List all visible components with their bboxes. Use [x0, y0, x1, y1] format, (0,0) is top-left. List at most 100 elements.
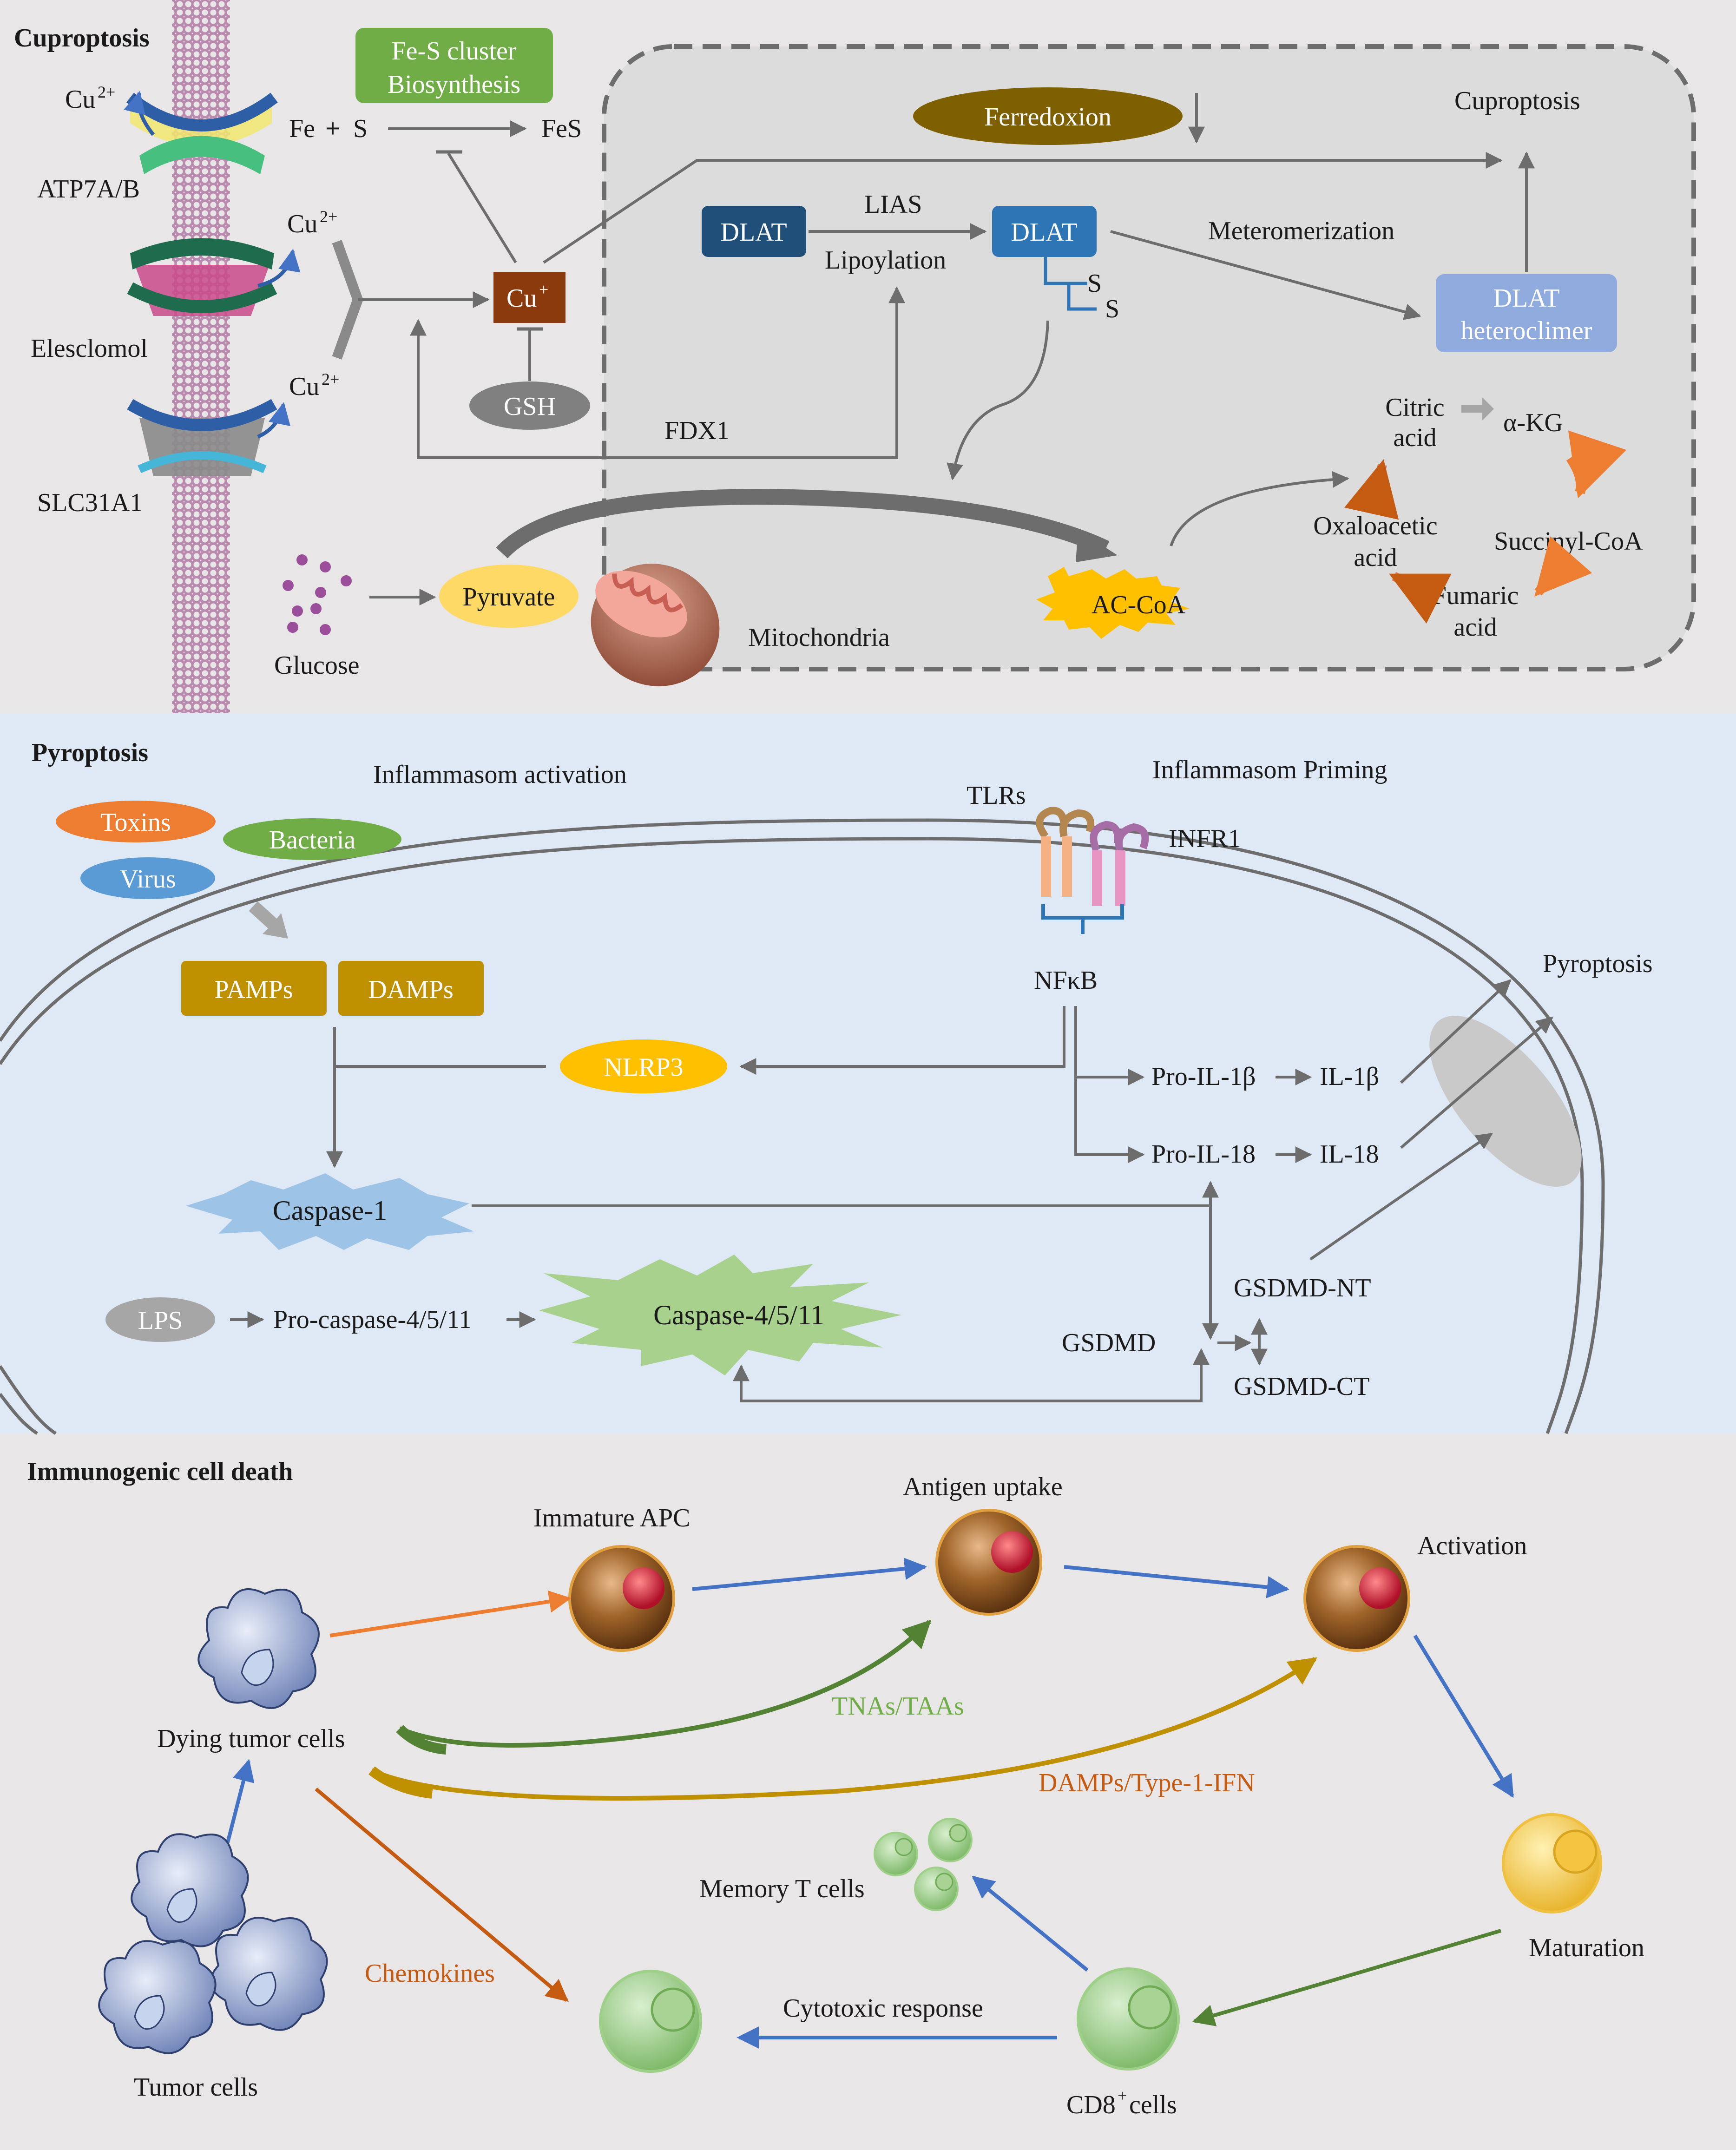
citric-to-akg-arrow	[1461, 397, 1494, 421]
gsdmd-ct-label: GSDMD-CT	[1234, 1372, 1369, 1401]
lps-label: LPS	[138, 1306, 183, 1335]
procaspase-label: Pro-caspase-4/5/11	[273, 1305, 472, 1334]
apc-to-uptake-arrow	[692, 1558, 927, 1591]
cu-mid-charge: 2+	[320, 207, 337, 226]
lipoyl-bracket	[1044, 257, 1097, 311]
caspase1-starburst	[186, 1173, 474, 1250]
virus-label: Virus	[119, 865, 176, 894]
meteromerization-label: Meteromerization	[1208, 217, 1394, 245]
glucose-dots	[283, 554, 352, 635]
cuplus-box	[493, 272, 566, 323]
caspase4511-label: Caspase-4/5/11	[653, 1300, 824, 1330]
receptor-bracket	[1041, 904, 1124, 934]
nlrp3-label: NLRP3	[604, 1053, 683, 1082]
damps-label: DAMPs	[368, 975, 454, 1004]
immature-apc-label: Immature APC	[533, 1504, 690, 1532]
il1b-release-arrow	[1400, 979, 1512, 1084]
mitochondrion-boundary	[602, 44, 1696, 671]
tumor-to-dying-arrow	[226, 1759, 255, 1843]
lias-label: LIAS	[864, 190, 922, 219]
tumor-cells-label: Tumor cells	[134, 2073, 258, 2102]
toxins-label: Toxins	[100, 808, 171, 837]
cell-membrane-bottom-left	[0, 1365, 57, 1435]
caspase1-label: Caspase-1	[273, 1195, 388, 1226]
pyruvate-to-accoa-head	[1076, 530, 1118, 562]
accoa-starburst	[1036, 567, 1190, 639]
memory-t-label: Memory T cells	[699, 1874, 865, 1903]
gsdmd-nt-label: GSDMD-NT	[1234, 1274, 1371, 1302]
cell-membrane-bottom-left-inner	[0, 1393, 38, 1435]
akg-to-succinyl-arrow	[1566, 430, 1627, 499]
cd8-cells-label: cells	[1129, 2091, 1177, 2119]
cell-membrane-outer	[0, 818, 1605, 1434]
toxins-ellipse	[56, 801, 216, 842]
citric-line2: acid	[1393, 423, 1436, 452]
mitochondria-icon	[591, 564, 720, 686]
dlat-heteroclimer-line2: heteroclimer	[1461, 316, 1592, 345]
dying-tumor-cell	[197, 1588, 320, 1709]
icd-title: Immunogenic cell death	[27, 1457, 293, 1486]
oxaloacetic-line2: acid	[1354, 543, 1397, 572]
gsdmd-pore	[1429, 1016, 1582, 1187]
glucose-label: Glucose	[274, 651, 360, 680]
antigen-uptake-label: Antigen uptake	[903, 1473, 1063, 1501]
chemokines-label: Chemokines	[365, 1959, 495, 1988]
cu-import-arrow-2	[257, 402, 291, 439]
cuplus-to-cuproptosis-arrow	[543, 152, 1503, 264]
elesclomol-transporter	[127, 238, 277, 316]
nlrp3-ellipse	[560, 1039, 727, 1093]
il1b-label: IL-1β	[1320, 1062, 1379, 1091]
cu-mid-label: Cu	[287, 210, 317, 238]
slc31a1-transporter	[127, 399, 277, 476]
il18-release-arrow	[1400, 1016, 1553, 1149]
cuplus-inhibit-fes	[447, 152, 517, 263]
cytotoxic-label: Cytotoxic response	[783, 1994, 983, 2023]
pyroptosis-title: Pyroptosis	[32, 738, 148, 767]
ferredoxion-label: Ferredoxion	[984, 103, 1111, 131]
infr1-label: INFR1	[1169, 824, 1241, 853]
nfkb-to-nlrp3-arrow	[739, 1006, 1065, 1075]
plus-label: +	[325, 114, 340, 143]
succinyl-label: Succinyl-CoA	[1494, 527, 1643, 556]
cuproptosis-title: Cuproptosis	[14, 24, 150, 53]
accoa-label: AC-CoA	[1092, 591, 1186, 619]
atp7-label: ATP7A/B	[37, 175, 140, 204]
dlat-heteroclimer-box	[1436, 274, 1617, 352]
mitochondria-label: Mitochondria	[748, 623, 890, 652]
pamps-label: PAMPs	[214, 975, 293, 1004]
gsdmd-label: GSDMD	[1062, 1328, 1156, 1357]
lipoylation-label: Lipoylation	[825, 246, 946, 275]
cu-top-label: Cu	[65, 85, 95, 114]
virus-ellipse	[80, 857, 215, 899]
gsh-ellipse	[469, 381, 590, 430]
fes-cluster-line1: Fe-S cluster	[391, 37, 516, 66]
accoa-to-citric-arrow	[1170, 471, 1349, 546]
cd8-label: CD8	[1066, 2091, 1116, 2119]
fumaric-line2: acid	[1453, 613, 1497, 642]
cu-bottom-label: Cu	[289, 372, 319, 401]
dlat-box	[702, 206, 806, 257]
cu-efflux-arrow	[124, 91, 155, 136]
cuplus-label: Cu	[506, 284, 537, 313]
damps-ifn-arrow	[370, 1657, 1317, 1801]
cell-membrane-inner	[0, 837, 1584, 1434]
slc31a1-label: SLC31A1	[37, 488, 143, 517]
fes-label: FeS	[541, 114, 582, 143]
nfkb-label: NFκB	[1034, 966, 1098, 995]
oxaloacetic-line1: Oxaloacetic	[1313, 512, 1437, 540]
pyruvate-to-accoa-band	[496, 489, 1110, 559]
s-label: S	[353, 114, 368, 143]
mature-cell	[1502, 1813, 1602, 1913]
pamps-box	[181, 961, 327, 1016]
damps-ifn-label: DAMPs/Type-1-IFN	[1039, 1769, 1255, 1797]
tlrs-label: TLRs	[967, 781, 1026, 810]
damps-ifn-arrow-tail	[368, 1766, 433, 1799]
bacteria-ellipse	[223, 818, 401, 860]
activation-label: Activation	[1417, 1532, 1527, 1560]
oxaloacetic-to-citric-arrow	[1344, 459, 1399, 520]
dying-to-apc-arrow	[329, 1590, 572, 1637]
cd8-cell	[1077, 1967, 1180, 2071]
cu-top-charge: 2+	[98, 83, 115, 101]
dlat-label: DLAT	[720, 218, 787, 247]
nfkb-to-proil18-arrow	[1074, 1006, 1145, 1163]
